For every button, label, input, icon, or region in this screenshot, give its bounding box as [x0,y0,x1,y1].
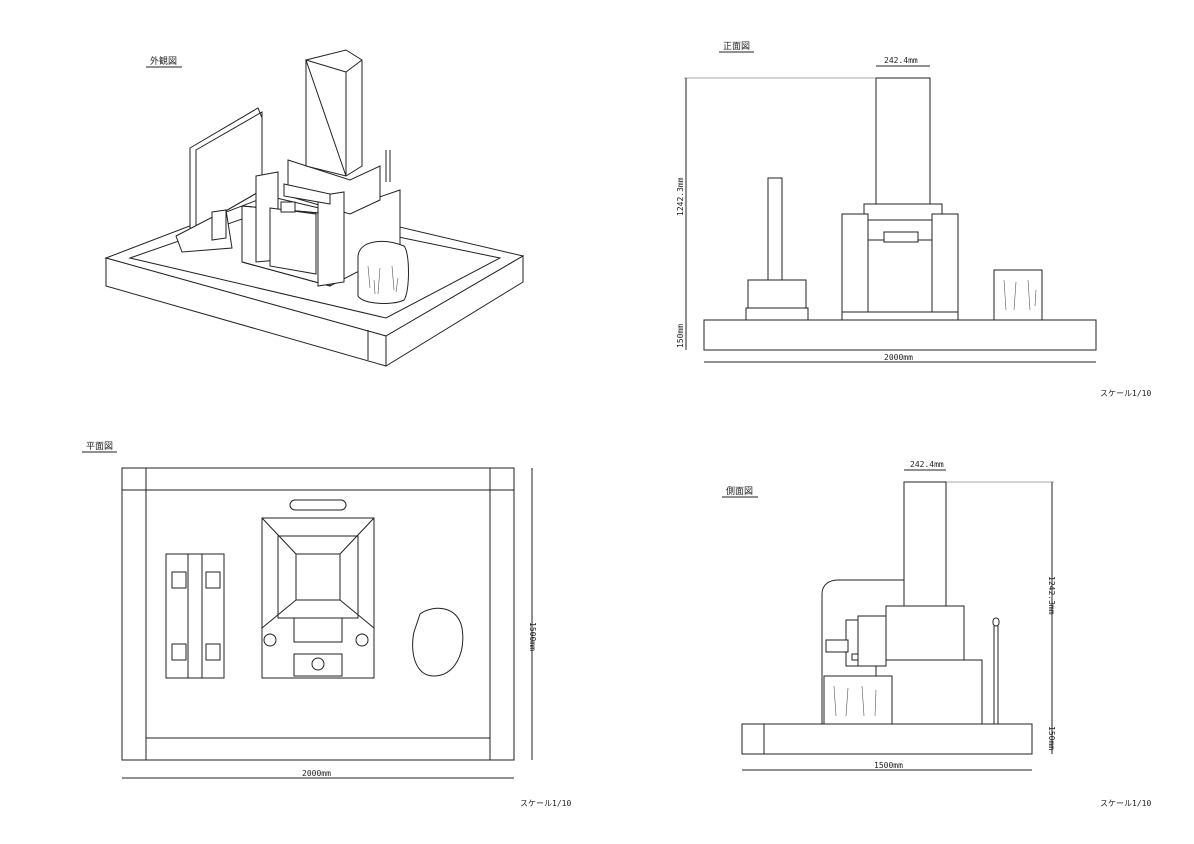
side-scale: スケール1/10 [1100,799,1151,808]
plan-incense-holder [289,499,347,511]
front-height-dim: 1242.3mm [676,177,685,216]
plan-side-dim: 1500mm [528,622,537,651]
plan-plaque [165,553,225,679]
plan-monument [261,517,375,679]
iso-monument [241,49,401,287]
plan-scale: スケール1/10 [520,799,571,808]
side-view-title: 側面図 [726,485,753,497]
exterior-view: 外観図 [104,49,525,367]
side-width-dim: 242.4mm [910,460,944,469]
front-total-dim: 2000mm [884,353,913,362]
side-rock [823,675,893,725]
exterior-view-title: 外観図 [150,55,177,67]
front-plaque [745,177,809,321]
front-scale: スケール1/10 [1100,389,1151,398]
front-width-dim: 242.4mm [884,56,918,65]
front-base-dim: 150mm [676,324,685,348]
side-total-dim: 1500mm [874,761,903,770]
plan-view: 平面図 [82,441,571,808]
front-monument [841,77,959,321]
side-base-dim: 150mm [1047,726,1056,750]
front-base [703,319,1097,351]
front-rock [993,269,1043,321]
plan-total-dim: 2000mm [302,769,331,778]
plan-view-title: 平面図 [86,441,113,452]
side-base [741,723,1033,755]
plan-rock [412,607,464,677]
front-view-title: 正面図 [723,41,750,52]
iso-rock [357,240,409,304]
front-view: 正面図 242.4mm 1242.3mm [676,41,1151,398]
side-view: 側面図 242.4mm 1242.3mm 150mm 1 [722,460,1151,808]
side-height-dim: 1242.3mm [1047,576,1056,615]
